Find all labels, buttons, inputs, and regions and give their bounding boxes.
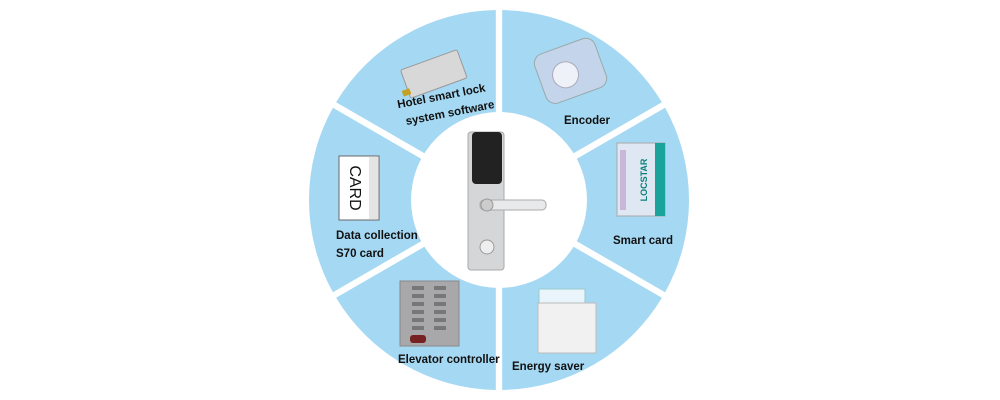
data-card-icon: CARD <box>338 155 380 221</box>
elevator-button <box>434 294 446 298</box>
label-energy-saver: Energy saver <box>512 361 585 373</box>
elevator-button <box>434 326 446 330</box>
label-data-collection-1: Data collection <box>336 230 418 242</box>
elevator-button <box>412 310 424 314</box>
door-lock-icon <box>467 131 547 271</box>
elevator-panel-icon <box>399 280 460 347</box>
energy-saver-icon <box>537 288 597 354</box>
segment-elevator <box>309 107 498 293</box>
label-smart-card: Smart card <box>613 235 673 247</box>
elevator-button <box>434 310 446 314</box>
elevator-button <box>412 302 424 306</box>
card-text: CARD <box>346 165 363 210</box>
elevator-button <box>434 302 446 306</box>
smart-card-icon: LOCSTAR <box>616 142 666 217</box>
label-elevator: Elevator controller <box>398 354 500 366</box>
elevator-button <box>412 318 424 322</box>
elevator-button <box>434 318 446 322</box>
elevator-button <box>412 294 424 298</box>
smart-card-logo: LOCSTAR <box>639 158 649 201</box>
encoder-icon <box>533 37 608 104</box>
label-encoder: Encoder <box>564 115 611 127</box>
elevator-button <box>412 286 424 290</box>
usb-card-icon <box>400 49 468 99</box>
label-data-collection-2: S70 card <box>336 248 384 260</box>
elevator-button <box>412 326 424 330</box>
elevator-button <box>434 286 446 290</box>
